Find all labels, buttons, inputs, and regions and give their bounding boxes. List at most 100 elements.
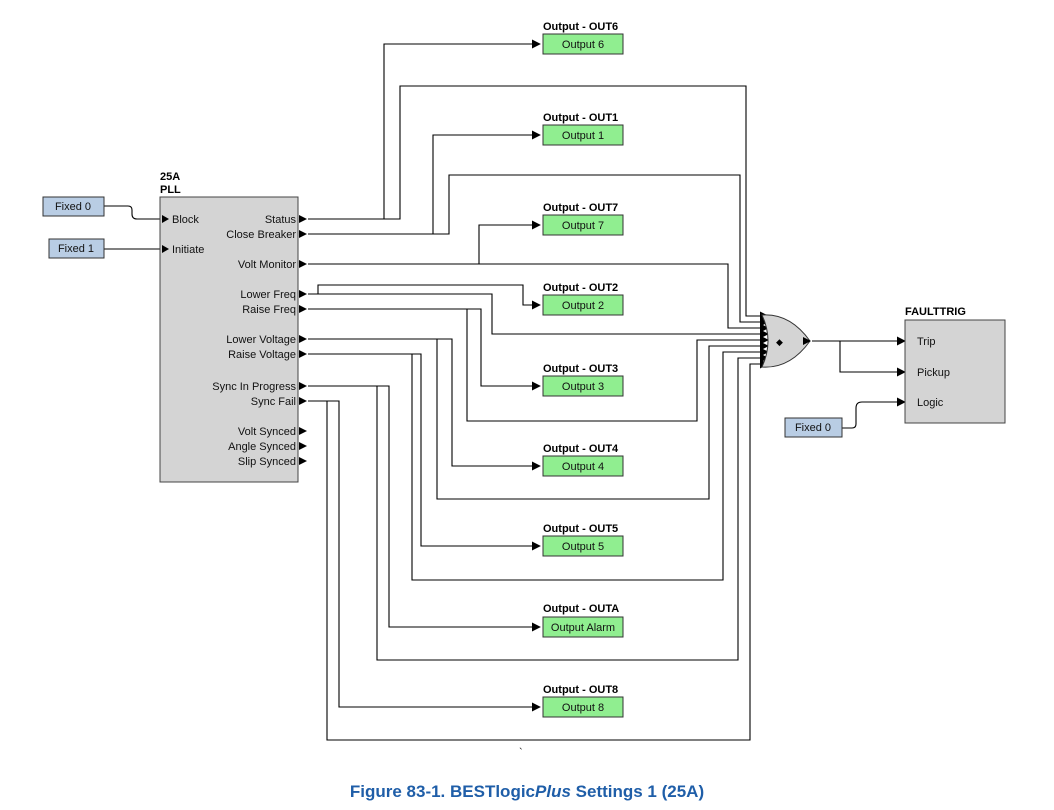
- output-title: Output - OUT7: [543, 202, 618, 214]
- pll-output-slip-synced: Slip Synced: [238, 456, 296, 468]
- pll-output-sync-in-progress: Sync In Progress: [212, 381, 296, 393]
- output-block-out3[interactable]: Output - OUT3 Output 3: [542, 363, 624, 397]
- wire-gate-pickup: [812, 340, 906, 377]
- output-block-out2[interactable]: Output - OUT2 Output 2: [542, 282, 624, 316]
- wire-syncfail-gate: [308, 359, 769, 741]
- wire-raisefreq-gate: [308, 308, 769, 422]
- output-block-out5[interactable]: Output - OUT5 Output 5: [542, 523, 624, 557]
- faulttrig-input-logic: Logic: [917, 397, 944, 409]
- port-arrow: [299, 457, 307, 465]
- port-arrow: [162, 215, 169, 223]
- output-title: Output - OUTA: [543, 603, 619, 615]
- wire-raisevoltage-out5: [308, 353, 541, 551]
- wire-syncinprogress-outa: [308, 385, 541, 632]
- port-arrow: [162, 245, 169, 253]
- wire-closebreaker-gate: [308, 174, 769, 327]
- gate-symbol-icon: ◆: [776, 338, 783, 348]
- wire-status-out6: [308, 39, 541, 220]
- wire-fixed0-logic: [842, 397, 906, 429]
- port-arrow: [299, 230, 307, 238]
- pll-output-sync-fail: Sync Fail: [251, 396, 296, 408]
- port-arrow: [299, 442, 307, 450]
- fixed-input-2-label: Fixed 0: [795, 422, 831, 434]
- output-title: Output - OUT1: [543, 112, 618, 124]
- output-label: Output 1: [562, 130, 604, 142]
- fixed-input-2[interactable]: Fixed 0: [784, 417, 843, 438]
- fixed-input-1[interactable]: Fixed 1: [48, 238, 105, 259]
- caption-suffix: Settings 1 (25A): [570, 782, 705, 801]
- port-arrow: [299, 260, 307, 268]
- caption-prefix: Figure 83-1. BESTlogic: [349, 782, 536, 801]
- wire-syncfail-out8: [308, 400, 541, 712]
- pll-input-initiate: Initiate: [172, 244, 204, 256]
- output-block-outa[interactable]: Output - OUTA Output Alarm: [542, 603, 624, 638]
- caption-italic: Plus: [535, 782, 571, 801]
- port-arrow: [299, 305, 307, 313]
- wire-lowervoltage-gate: [308, 338, 769, 500]
- fixed-input-0[interactable]: Fixed 0: [42, 196, 105, 217]
- pll-output-close-breaker: Close Breaker: [226, 229, 296, 241]
- output-title: Output - OUT2: [543, 282, 618, 294]
- output-label: Output 4: [562, 461, 604, 473]
- output-label: Output 2: [562, 300, 604, 312]
- output-block-out8[interactable]: Output - OUT8 Output 8: [542, 684, 624, 718]
- port-arrow: [299, 382, 307, 390]
- output-label: Output 6: [562, 39, 604, 51]
- faulttrig-input-pickup: Pickup: [917, 367, 950, 379]
- port-arrow: [299, 335, 307, 343]
- pll-output-angle-synced: Angle Synced: [228, 441, 296, 453]
- fixed-input-1-label: Fixed 1: [58, 243, 94, 255]
- wire-lowervoltage-out4: [308, 338, 541, 471]
- wire-lowerfreq-gate: [308, 293, 769, 339]
- port-arrow: [299, 215, 307, 223]
- output-label: Output Alarm: [551, 622, 615, 634]
- output-block-out1[interactable]: Output - OUT1 Output 1: [542, 112, 624, 146]
- wire-voltmonitor-out7: [308, 220, 541, 265]
- output-title: Output - OUT5: [543, 523, 618, 535]
- pll-title-line2: PLL: [160, 184, 181, 196]
- output-block-out4[interactable]: Output - OUT4 Output 4: [542, 443, 624, 477]
- port-arrow: [299, 397, 307, 405]
- output-title: Output - OUT3: [543, 363, 618, 375]
- output-block-out6[interactable]: Output - OUT6 Output 6: [542, 21, 624, 55]
- or-gate[interactable]: ◆: [761, 314, 811, 368]
- pll-output-raise-freq: Raise Freq: [242, 304, 296, 316]
- output-label: Output 3: [562, 381, 604, 393]
- output-title: Output - OUT4: [543, 443, 619, 455]
- output-label: Output 8: [562, 702, 604, 714]
- stray-mark: `: [519, 747, 523, 759]
- pll-output-lower-voltage: Lower Voltage: [226, 334, 296, 346]
- output-title: Output - OUT6: [543, 21, 618, 33]
- wire-raisevoltage-gate: [308, 347, 769, 581]
- wire-raisefreq-out3: [308, 308, 541, 391]
- faulttrig-input-trip: Trip: [917, 336, 936, 348]
- output-label: Output 7: [562, 220, 604, 232]
- figure-caption: Figure 83-1. BESTlogicPlus Settings 1 (2…: [0, 782, 1054, 802]
- wire-lowerfreq-out2: [308, 284, 541, 310]
- wire-fixed0-block: [104, 205, 169, 224]
- pll-input-ports: [162, 215, 169, 253]
- pll-block[interactable]: 25A PLL Block Initiate Status Close Brea…: [159, 171, 307, 483]
- pll-input-block: Block: [172, 214, 199, 226]
- pll-output-raise-voltage: Raise Voltage: [228, 349, 296, 361]
- wire-voltmonitor-gate: [308, 263, 769, 333]
- gate-output-arrow: [803, 337, 811, 345]
- wire-status-gate: [308, 85, 769, 321]
- fixed-input-0-label: Fixed 0: [55, 201, 91, 213]
- faulttrig-block[interactable]: FAULTTRIG Trip Pickup Logic: [904, 306, 1006, 424]
- pll-output-volt-monitor: Volt Monitor: [238, 259, 296, 271]
- faulttrig-title: FAULTTRIG: [905, 306, 966, 318]
- pll-title-line1: 25A: [160, 171, 180, 183]
- wire-syncinprogress-gate: [308, 353, 769, 661]
- output-label: Output 5: [562, 541, 604, 553]
- pll-output-ports: [299, 215, 307, 465]
- output-block-out7[interactable]: Output - OUT7 Output 7: [542, 202, 624, 236]
- port-arrow: [299, 350, 307, 358]
- pll-output-lower-freq: Lower Freq: [240, 289, 296, 301]
- pll-output-status: Status: [265, 214, 297, 226]
- pll-output-volt-synced: Volt Synced: [238, 426, 296, 438]
- port-arrow: [299, 290, 307, 298]
- connection-wires: [104, 39, 906, 741]
- output-title: Output - OUT8: [543, 684, 618, 696]
